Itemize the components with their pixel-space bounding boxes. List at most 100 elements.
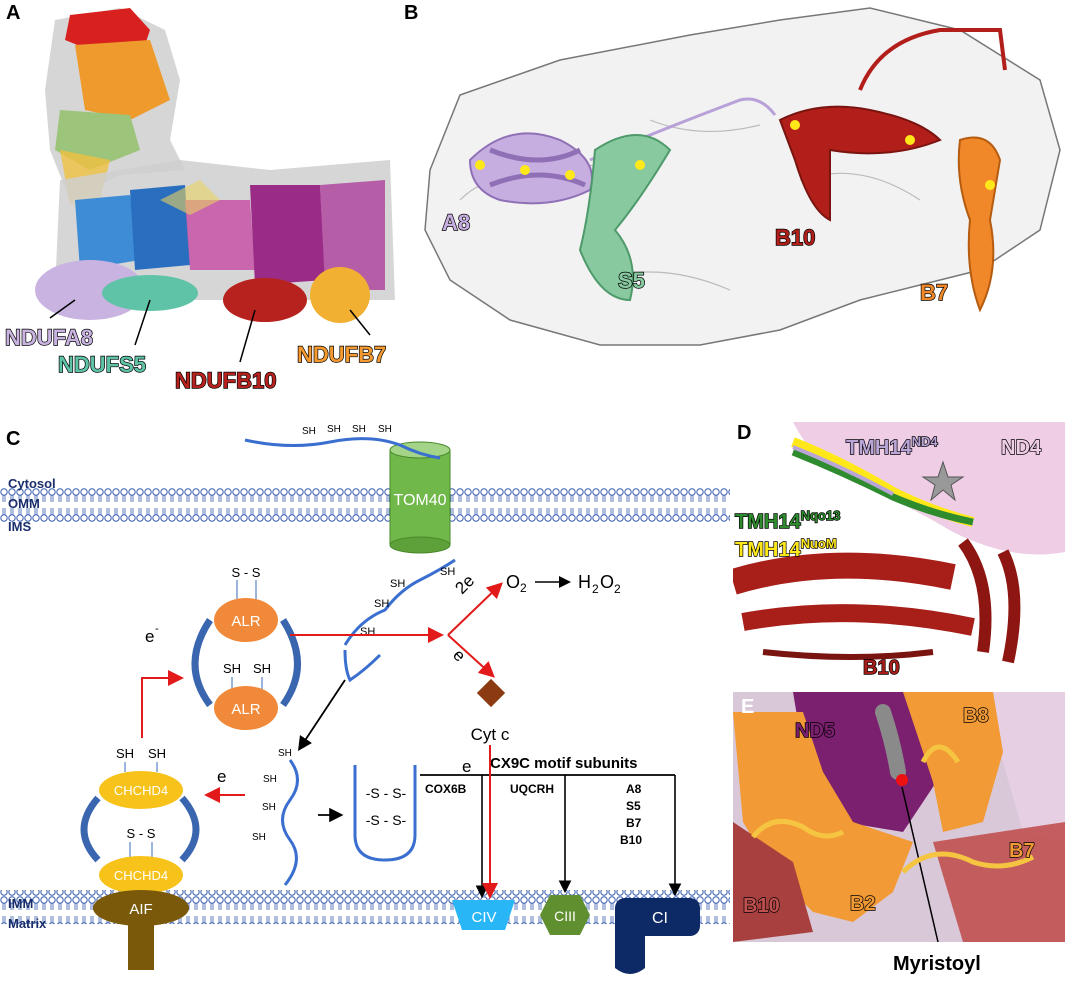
label-b2: B2: [850, 893, 876, 915]
disulfide-top: -S - S-: [366, 785, 407, 801]
b10-helix-1: [733, 552, 956, 595]
tmh14-nd4-sup: ND4: [912, 434, 939, 449]
sh-3: SH: [352, 424, 366, 435]
alr-label-bottom: ALR: [231, 701, 260, 718]
label-ndufs5: NDUFS5: [58, 352, 146, 377]
label-b10: B10: [775, 225, 815, 250]
aif-anchor: AIF: [93, 890, 189, 970]
sub-sh-4: SH: [440, 566, 455, 578]
label-b8: B8: [963, 705, 989, 727]
panel-a-letter: A: [6, 2, 21, 24]
chchd4-sh-1: SH: [116, 746, 134, 761]
b10-helix-2: [741, 604, 975, 636]
civ-label: CIV: [471, 909, 496, 926]
b10-label-d: B10: [863, 657, 900, 679]
tmh14-nqo13-sup: Nqo13: [801, 508, 841, 523]
arrow-import: [298, 679, 346, 752]
label-b10: B10: [743, 895, 780, 917]
substrate-reduced: [343, 558, 456, 683]
myristoyl-pointer: [901, 786, 939, 943]
panel-c-letter: C: [6, 428, 21, 450]
ndufs5-subunit: [102, 275, 198, 311]
panel-d-letter: D: [737, 422, 752, 444]
panel-e: B8 ND5 B7 B10 B2 Myristoyl E: [733, 692, 1065, 983]
alr-ss: S - S: [232, 565, 261, 580]
tom40-channel: TOM40: [389, 441, 451, 554]
tmh14-nuom-sup: NuoM: [801, 536, 837, 551]
tmh14-overlay: TMH14ND4 ND4 TMH14Nqo13 TMH14NuoM B10: [733, 422, 1065, 690]
e-label-cytc: e: [449, 645, 469, 665]
alr-cycle-right: [280, 618, 301, 708]
panel-b-letter: B: [404, 2, 419, 24]
imp-sh-2: SH: [263, 774, 277, 785]
h2o2-h: H: [578, 572, 591, 592]
alr-sh-1: SH: [223, 661, 241, 676]
alr-oxidized: S - S ALR: [214, 565, 278, 642]
label-ndufb7: NDUFB7: [297, 342, 386, 367]
panel-e-letter: E: [741, 696, 755, 718]
s5-ribbon: [578, 134, 672, 302]
svg-text:-: -: [155, 623, 159, 635]
label-a8: A8: [442, 210, 470, 235]
two-e-label: 2e: [451, 571, 478, 598]
chchd4-oxidized: S - S CHCHD4: [99, 826, 183, 894]
b8-surface: [903, 692, 1003, 832]
precursor-cytosol: [244, 437, 441, 460]
disulfide-bottom: -S - S-: [366, 812, 407, 828]
label-ims: IMS: [8, 519, 31, 534]
sh-4: SH: [378, 424, 392, 435]
h2o2-sub2: 2: [614, 582, 621, 596]
panel-a: A NDUFA8 NDUFS5 NDUFB10 NDUFB7: [0, 0, 400, 415]
imp-sh-3: SH: [262, 802, 276, 813]
tom40-label: TOM40: [393, 492, 446, 509]
panel-c: C Cytosol OMM IMS IMM Matrix TOM40: [0, 420, 730, 983]
nd4-label: ND4: [1001, 437, 1042, 459]
e-label-1: e: [145, 627, 154, 646]
membrane-arm-view: A8 S5 B10 B7: [424, 7, 1061, 346]
alr-label-top: ALR: [231, 613, 260, 630]
ci-label: CI: [652, 910, 668, 927]
aif-label: AIF: [129, 901, 152, 918]
complex-i-structure: NDUFA8 NDUFS5 NDUFB10 NDUFB7: [4, 8, 395, 394]
h2o2-sub1: 2: [592, 582, 599, 596]
label-cytosol: Cytosol: [8, 476, 56, 491]
myristoyl-pocket: B8 ND5 B7 B10 B2 Myristoyl: [733, 692, 1065, 983]
panel-b: B A8 S5 B10 B7: [400, 0, 1065, 415]
tmh14-nqo13-base: TMH14: [735, 511, 801, 533]
label-ndufa8: NDUFA8: [5, 325, 93, 350]
label-imm: IMM: [8, 896, 33, 911]
arrow-to-cytc: [447, 634, 495, 678]
ndufb7-subunit: [310, 267, 370, 323]
ciii-label: CIII: [554, 908, 576, 924]
tmh14-nuom-base: TMH14: [735, 539, 801, 561]
imp-sh-1: SH: [278, 748, 292, 759]
tmh14-nqo13-label: TMH14Nqo13: [735, 508, 840, 533]
mia-pathway-diagram: Cytosol OMM IMS IMM Matrix TOM40 SH SH S…: [0, 424, 730, 974]
label-omm: OMM: [8, 496, 40, 511]
tmh14-nd4-base: TMH14: [846, 437, 912, 459]
sub-sh-1: SH: [360, 626, 375, 638]
o2-sub: 2: [520, 581, 527, 595]
panel-d: TMH14ND4 ND4 TMH14Nqo13 TMH14NuoM B10 D: [733, 422, 1065, 690]
chchd4-label-top: CHCHD4: [114, 783, 168, 798]
arrow-to-oxygen: [447, 582, 503, 636]
ndufb10-subunit: [223, 278, 307, 322]
label-matrix: Matrix: [8, 916, 47, 931]
label-nd5: ND5: [795, 720, 835, 742]
nd4-surface: [793, 422, 1065, 555]
h2o2-o: O: [600, 572, 614, 592]
chchd4-cycle-right: [179, 795, 200, 863]
ci-complex: CI: [615, 898, 700, 974]
ci-sub-b10: B10: [620, 833, 642, 847]
label-b7: B7: [920, 280, 948, 305]
chchd4-sh-2: SH: [148, 746, 166, 761]
alr-reduced: SH SH ALR: [214, 661, 278, 730]
cox6b-label: COX6B: [425, 782, 467, 796]
folded-substrate: [353, 765, 417, 862]
sub-sh-2: SH: [374, 598, 389, 610]
cytc-diamond: [476, 678, 506, 708]
o2-label: O: [506, 572, 520, 592]
tmh14-nd4-label: TMH14ND4: [846, 434, 938, 459]
tmh14-nuom-label: TMH14NuoM: [735, 536, 837, 561]
cx9c-title: CX9C motif subunits: [490, 755, 638, 772]
